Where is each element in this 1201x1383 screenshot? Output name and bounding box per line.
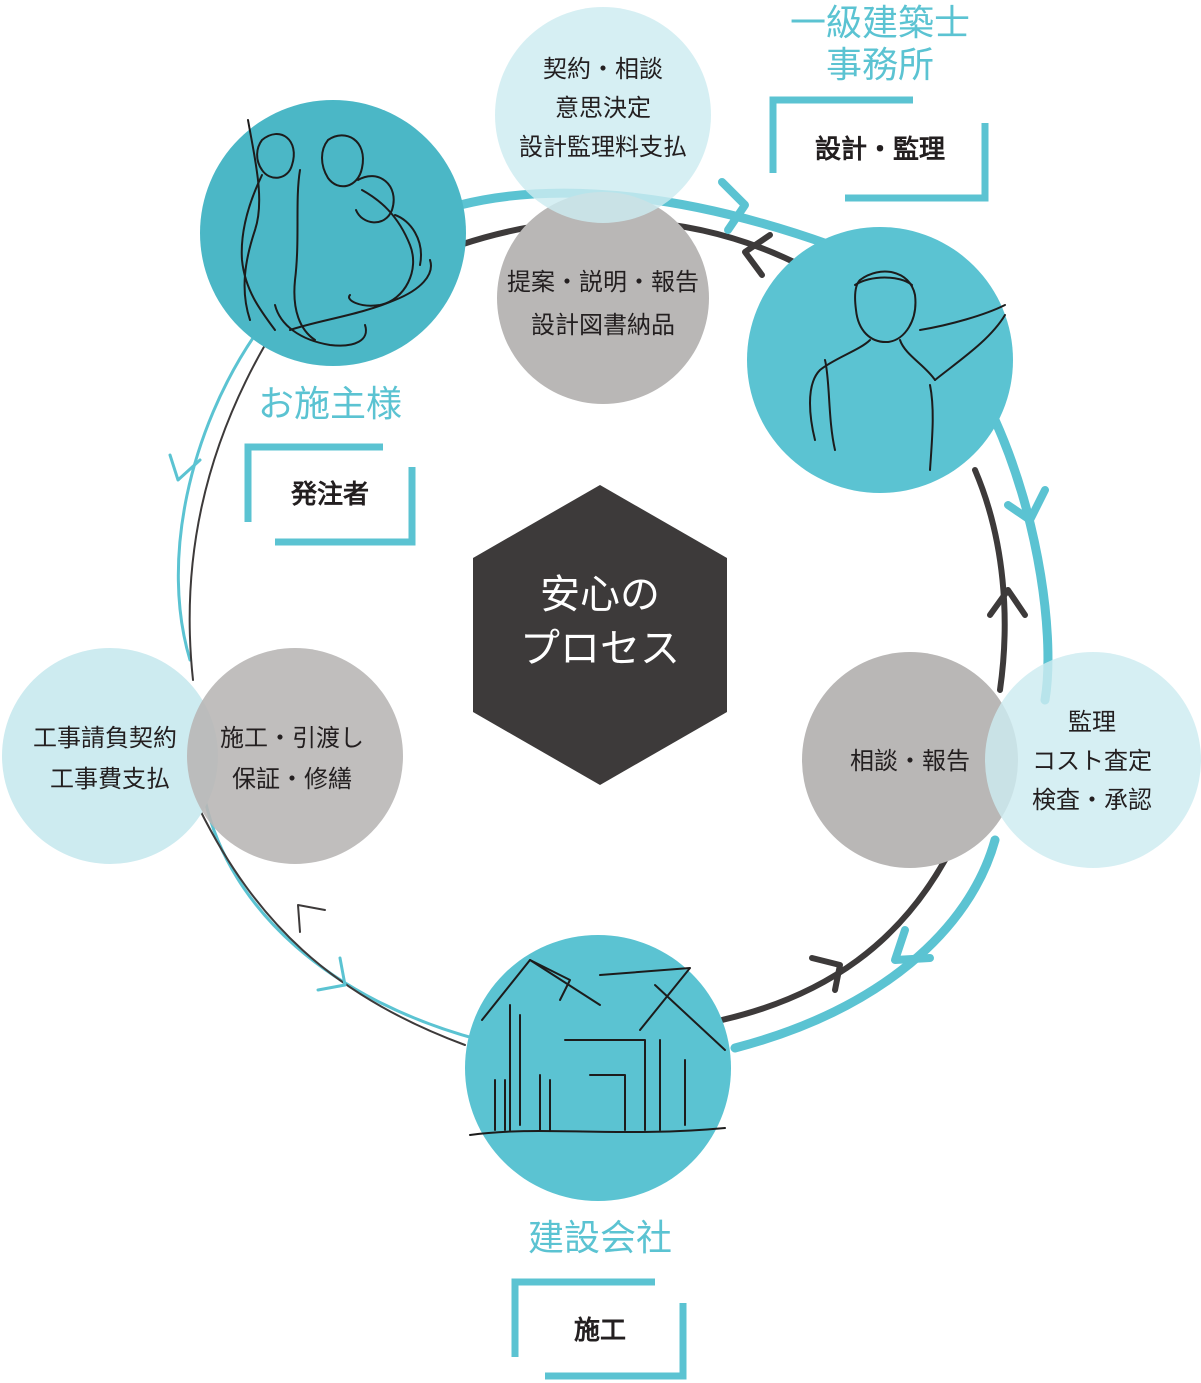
center-hexagon (473, 485, 727, 785)
bubble-left-gray (187, 648, 403, 864)
arrow-teal-bottomright (891, 926, 934, 964)
right-light-line1: 監理 (1068, 708, 1116, 736)
builder-role-frame (511, 1278, 687, 1380)
architect-role: 設計・監理 (815, 134, 945, 165)
owner-role: 発注者 (290, 479, 369, 510)
top-light-line1: 契約・相談 (543, 55, 663, 83)
left-gray-line2: 保証・修繕 (232, 765, 352, 793)
left-gray-line1: 施工・引渡し (220, 724, 364, 752)
bubble-left-light (2, 648, 218, 864)
top-light-line2: 意思決定 (555, 94, 651, 122)
bubble-top-gray (497, 192, 709, 404)
bubble-right-light (985, 652, 1201, 868)
arrow-teal-bottomleft (316, 956, 347, 992)
bubble-right-gray (802, 652, 1018, 868)
cycle-arrows (168, 178, 1049, 993)
builder-title: 建設会社 (528, 1218, 672, 1259)
builder-role: 施工 (574, 1315, 626, 1346)
family-illustration (240, 119, 432, 347)
right-light-line2: コスト査定 (1032, 747, 1152, 775)
left-light-line2: 工事費支払 (50, 765, 170, 793)
center-label-line2: プロセス (520, 626, 680, 672)
right-gray-line1: 相談・報告 (850, 747, 970, 775)
owner-title: お施主様 (258, 384, 402, 425)
architect-illustration (809, 270, 1006, 471)
owner-circle (200, 100, 466, 366)
arrow-dark-bottomleft (297, 904, 326, 933)
left-light-line1: 工事請負契約 (33, 724, 177, 752)
architect-role-frame (769, 96, 989, 202)
architect-title-line2: 事務所 (826, 45, 934, 86)
arrow-dark-right (987, 587, 1028, 618)
house-illustration (469, 959, 726, 1136)
arrow-teal-left (168, 453, 202, 482)
arrow-dark-top (742, 232, 773, 278)
arrow-teal-top (718, 178, 749, 234)
bubble-top-light (495, 7, 711, 223)
arrow-teal-right (1004, 486, 1049, 524)
top-light-line3: 設計監理料支払 (519, 133, 687, 161)
architect-circle (747, 227, 1013, 493)
top-gray-line2: 設計図書納品 (531, 311, 675, 339)
architect-title-line1: 一級建築士 (790, 3, 970, 44)
builder-circle (465, 935, 731, 1201)
arrow-dark-bottomright (809, 955, 843, 993)
center-label-line1: 安心の (540, 572, 660, 618)
owner-role-frame (244, 443, 416, 546)
right-light-line3: 検査・承認 (1032, 786, 1152, 814)
top-gray-line1: 提案・説明・報告 (507, 268, 699, 296)
